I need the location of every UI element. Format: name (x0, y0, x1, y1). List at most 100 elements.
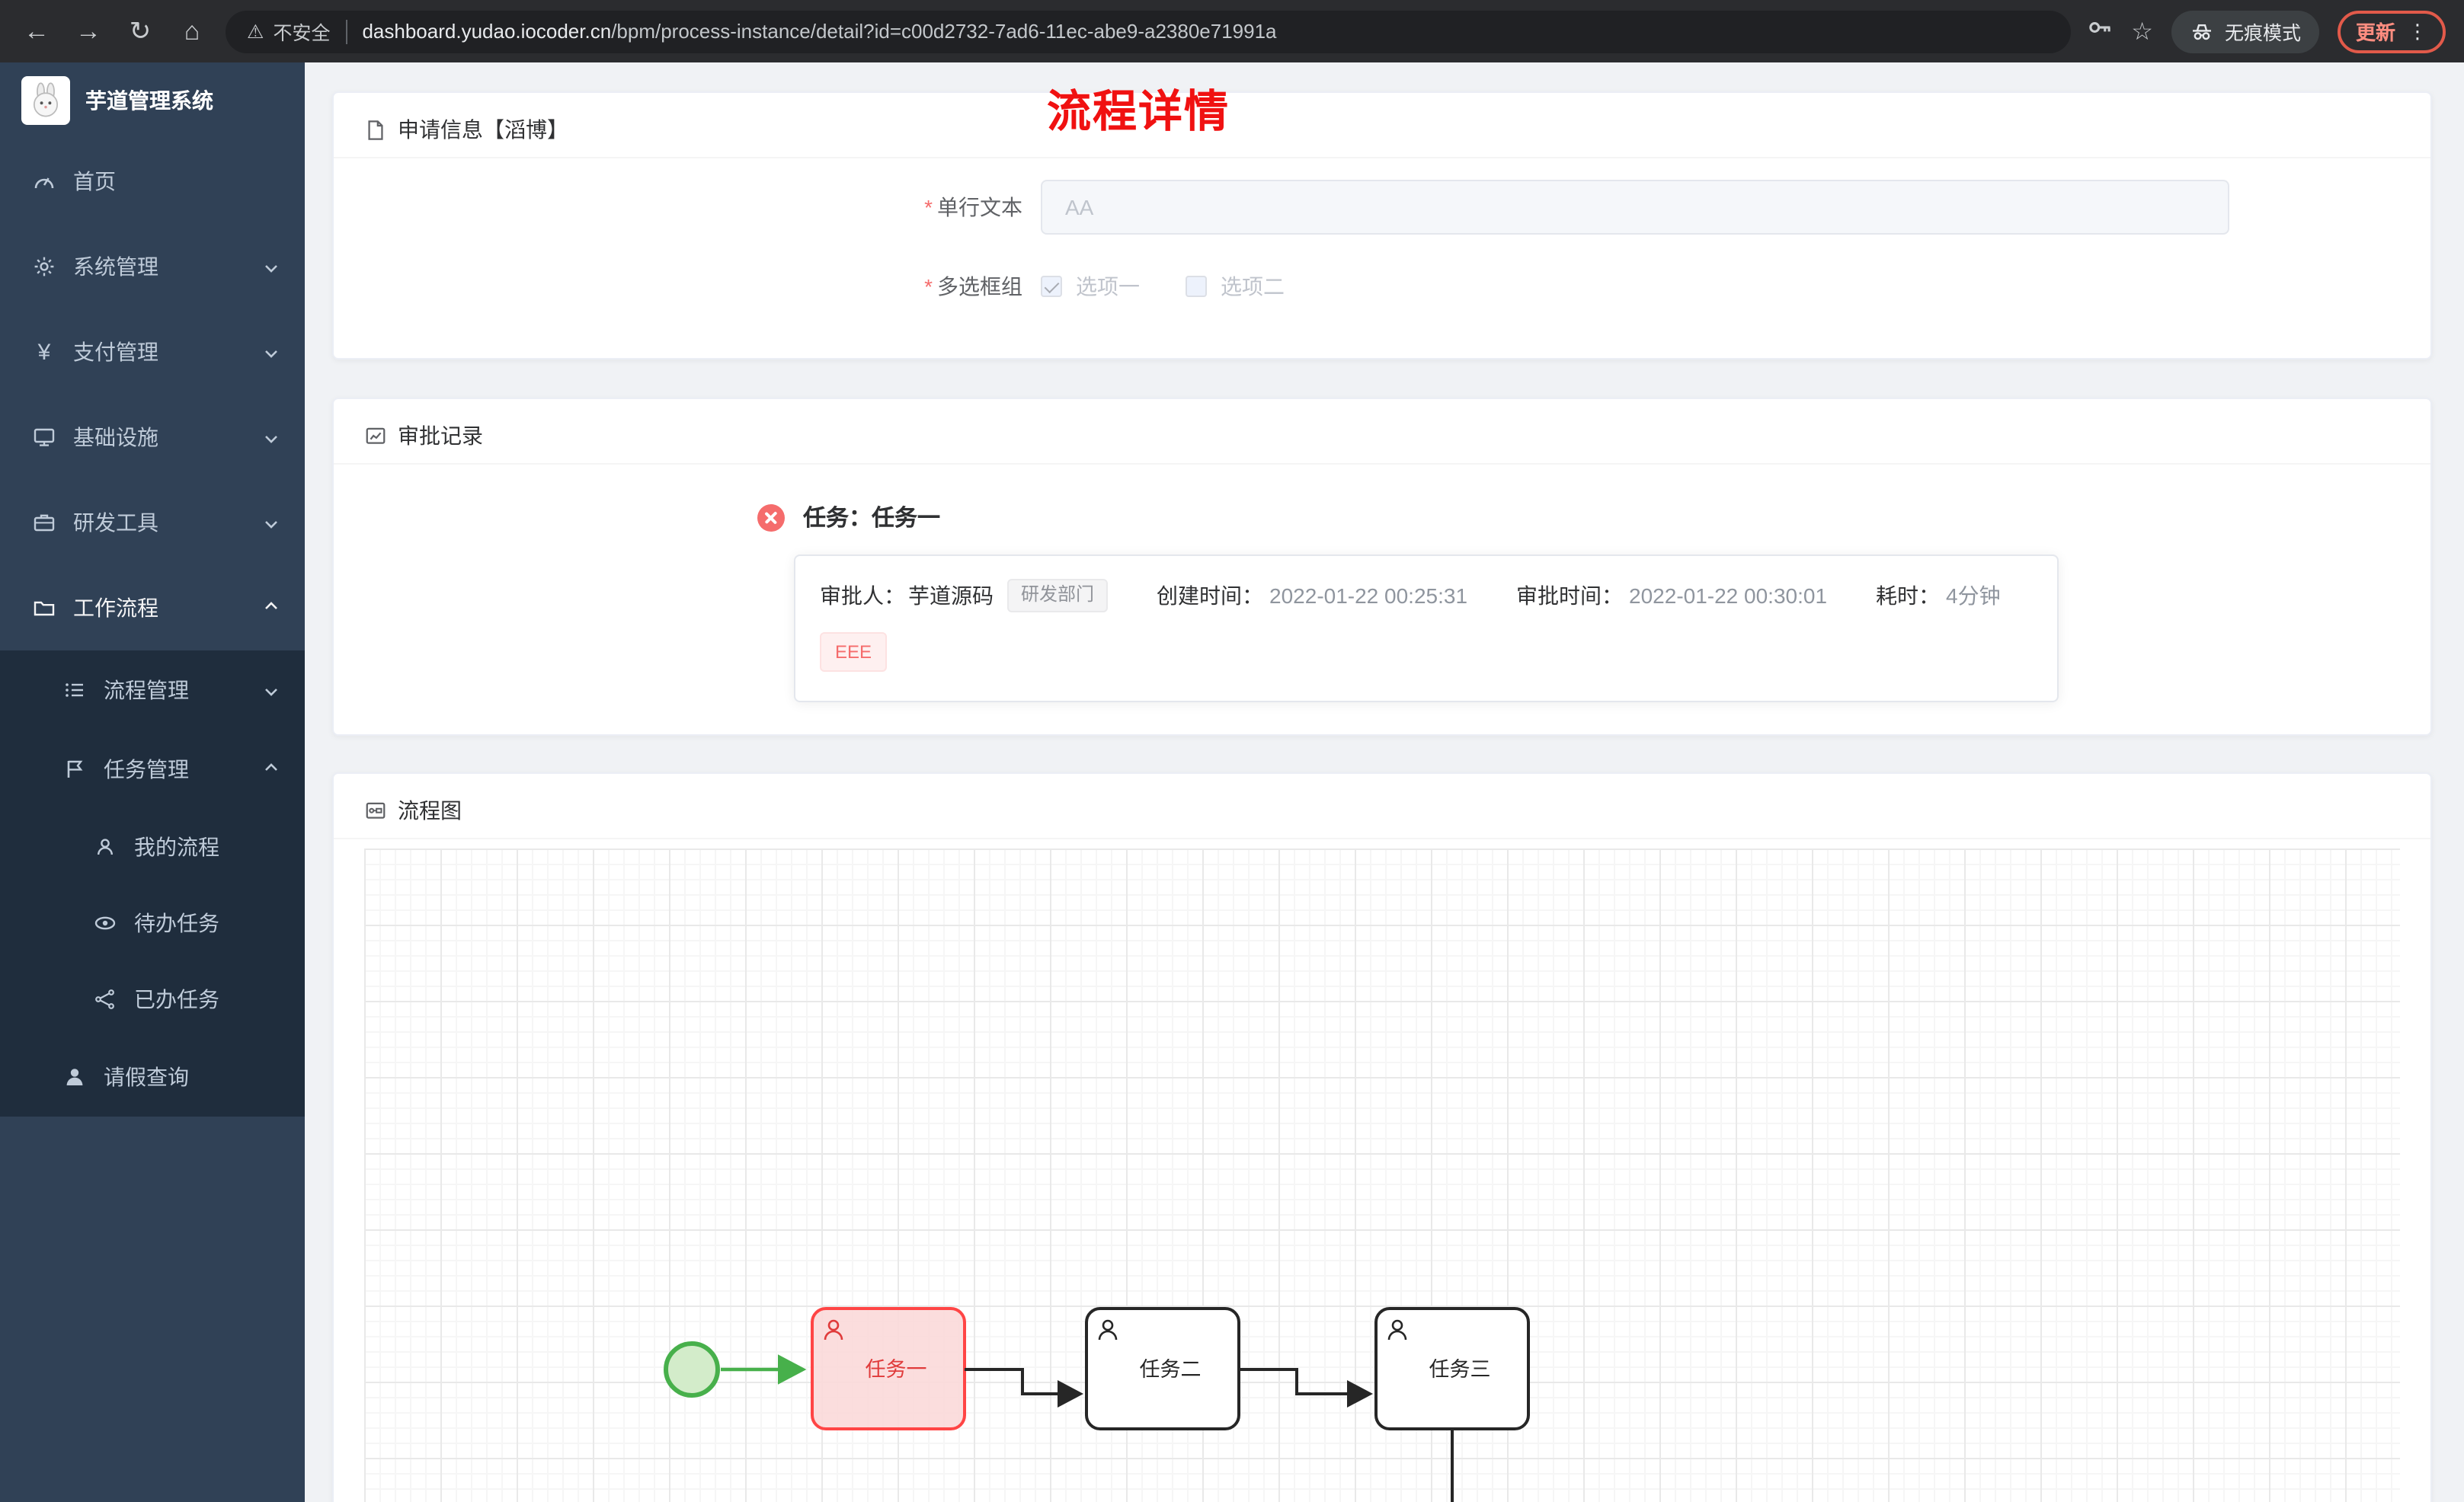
sidebar-item-label: 待办任务 (134, 911, 219, 935)
required-mark: * (924, 195, 933, 219)
sidebar-item-leave-query[interactable]: 请假查询 (0, 1037, 305, 1117)
gear-icon (30, 253, 58, 280)
sidebar: 芋道管理系统 首页 系统管理 ¥ 支付管理 基础设施 (0, 62, 305, 1502)
sidebar-item-process-management[interactable]: 流程管理 (0, 650, 305, 730)
approver-name: 芋道源码 (908, 583, 994, 608)
forward-button[interactable]: → (70, 13, 107, 50)
sidebar-item-label: 请假查询 (104, 1065, 189, 1089)
incognito-badge[interactable]: 无痕模式 (2171, 10, 2319, 53)
warning-icon: ⚠ (247, 21, 264, 43)
bpmn-node-label: 任务三 (1429, 1358, 1491, 1381)
sidebar-item-label: 已办任务 (134, 987, 219, 1011)
main-content: 流程详情 申请信息【滔博】 *单行文本 *多选框组 选项一 (305, 62, 2464, 1502)
list-icon (61, 676, 88, 704)
sidebar-item-task-management[interactable]: 任务管理 (0, 730, 305, 809)
apply-info-card: 申请信息【滔博】 *单行文本 *多选框组 选项一 选项二 (332, 91, 2432, 360)
sidebar-item-label: 首页 (73, 169, 116, 193)
sidebar-item-label: 流程管理 (104, 678, 189, 702)
sidebar-item-workflow[interactable]: 工作流程 (0, 565, 305, 650)
bpmn-flow-task1-task2 (965, 1368, 1083, 1408)
sidebar-item-devtools[interactable]: 研发工具 (0, 480, 305, 565)
document-icon (368, 120, 383, 139)
sidebar-item-system[interactable]: 系统管理 (0, 224, 305, 309)
back-button[interactable]: ← (18, 13, 55, 50)
approval-detail-box: 审批人： 芋道源码 研发部门 创建时间： 2022-01-22 00:25:31… (794, 554, 2059, 702)
bpmn-canvas: 任务一 任务二 (364, 848, 2400, 1502)
incognito-icon (2192, 24, 2211, 40)
apply-card-header: 申请信息【滔博】 (334, 93, 2430, 158)
create-time-label: 创建时间： (1157, 583, 1264, 608)
department-tag: 研发部门 (1007, 579, 1109, 612)
checkbox-option-1[interactable]: 选项一 (1041, 271, 1140, 302)
approver-label: 审批人： (820, 583, 905, 608)
sidebar-item-label: 基础设施 (73, 425, 158, 449)
security-chip[interactable]: ⚠ 不安全 (247, 17, 330, 46)
chevron-down-icon (262, 513, 280, 532)
home-icon: ⌂ (184, 16, 200, 45)
flag-icon (61, 756, 88, 783)
chevron-down-icon (262, 681, 280, 699)
update-label: 更新 (2355, 21, 2395, 44)
back-icon: ← (24, 16, 50, 45)
approval-card-title: 审批记录 (398, 423, 483, 448)
app-title: 芋道管理系统 (85, 88, 213, 113)
browser-update-button[interactable]: 更新 ⋮ (2337, 10, 2446, 53)
sidebar-item-infrastructure[interactable]: 基础设施 (0, 395, 305, 480)
bpmn-node-label: 任务一 (866, 1358, 927, 1381)
sidebar-item-payment[interactable]: ¥ 支付管理 (0, 309, 305, 395)
approve-time-label: 审批时间： (1516, 583, 1624, 608)
required-mark: * (924, 274, 933, 299)
sidebar-item-done-tasks[interactable]: 已办任务 (0, 961, 305, 1037)
workflow-icon (30, 594, 58, 622)
sidebar-item-my-process[interactable]: 我的流程 (0, 809, 305, 885)
form-row-text: *单行文本 (870, 180, 2430, 235)
sidebar-item-label: 任务管理 (104, 757, 189, 781)
sidebar-item-home[interactable]: 首页 (0, 139, 305, 224)
address-bar[interactable]: ⚠ 不安全 dashboard.yudao.iocoder.cn/bpm/pro… (226, 10, 2071, 53)
app-logo-row: 芋道管理系统 (0, 62, 305, 139)
home-button[interactable]: ⌂ (174, 13, 210, 50)
bpmn-node-task1: 任务一 (811, 1307, 966, 1430)
bpmn-start-event (664, 1341, 720, 1398)
sidebar-item-todo-tasks[interactable]: 待办任务 (0, 885, 305, 961)
sidebar-item-label: 系统管理 (73, 254, 158, 279)
duration-label: 耗时： (1876, 583, 1941, 608)
bpmn-diagram-svg: 任务一 任务二 (664, 1307, 1530, 1502)
dashboard-icon (30, 168, 58, 195)
duration-value: 4分钟 (1946, 583, 2001, 608)
process-diagram-card: 流程图 (332, 772, 2432, 1502)
user-task-icon (824, 1319, 843, 1341)
url-text: dashboard.yudao.iocoder.cn/bpm/process-i… (362, 20, 1276, 43)
url-path: /bpm/process-instance/detail?id=c00d2732… (611, 20, 1277, 43)
bpmn-node-label: 任务二 (1140, 1358, 1202, 1381)
diagram-card-header: 流程图 (334, 774, 2430, 839)
user-icon (61, 1063, 88, 1091)
eye-icon (91, 909, 119, 937)
chevron-up-icon (262, 599, 280, 617)
sidebar-item-label: 工作流程 (73, 596, 158, 620)
chevron-down-icon (262, 428, 280, 446)
url-domain: dashboard.yudao.iocoder.cn (362, 20, 612, 43)
task-title: 任务：任务一 (803, 506, 941, 532)
rabbit-logo-icon (33, 82, 59, 117)
bpmn-flow-task2-task3 (1239, 1368, 1373, 1408)
checkbox-group: 选项一 选项二 (1041, 271, 1330, 302)
password-key-icon[interactable] (2085, 14, 2113, 49)
field-label: *单行文本 (924, 195, 1022, 219)
approval-record-card: 审批记录 任务：任务一 审批人： 芋道源码 研发部门 创建时间： 2022-01… (332, 398, 2432, 736)
reload-button[interactable]: ↻ (122, 13, 158, 50)
chevron-down-icon (262, 343, 280, 361)
close-circle-icon (757, 503, 785, 531)
browser-menu-icon[interactable]: ⋮ (2408, 19, 2427, 42)
checkbox-option-2[interactable]: 选项二 (1186, 271, 1285, 302)
workflow-submenu: 流程管理 任务管理 我的流程 待办任务 (0, 650, 305, 1117)
chevron-down-icon (262, 257, 280, 276)
toolbar-right-cluster: ☆ 无痕模式 更新 ⋮ (2085, 10, 2446, 53)
single-line-text-input[interactable] (1041, 180, 2229, 235)
reload-icon: ↻ (129, 16, 152, 45)
checkbox-label: 选项一 (1076, 274, 1140, 299)
task-timeline-row: 任务：任务一 (757, 501, 2430, 533)
bookmark-star-icon[interactable]: ☆ (2131, 19, 2153, 45)
create-time-value: 2022-01-22 00:25:31 (1269, 583, 1468, 608)
